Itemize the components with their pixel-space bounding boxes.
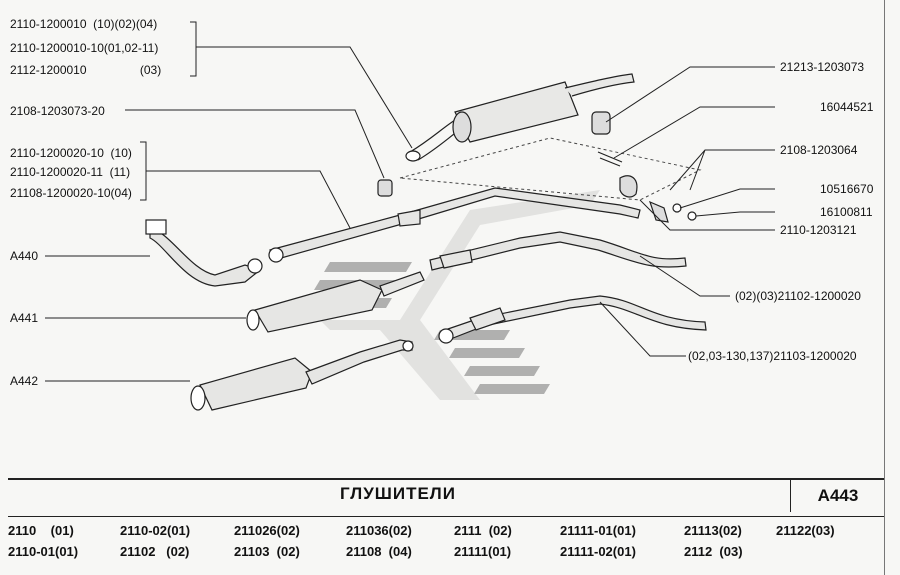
part-label-a440: A440 [10,249,39,263]
model-2110: 2110 (01) [8,523,74,538]
leader-lines [45,21,775,382]
part-label-2108-1203073-20: 2108-1203073-20 [10,104,105,118]
part-label-pipe-2110-1200020-10: 2110-1200020-10 (10) [10,146,132,160]
nut-part [687,211,697,221]
part-label-2108-1203064: 2108-1203064 [780,143,858,157]
assembly-dashed-outline [399,137,702,201]
model-2112: 2112 (03) [684,544,743,559]
rubber-mount-part [591,111,611,135]
bolt-part [597,151,623,167]
part-label-pipe-21108: 21108-1200020-10(04) [10,186,132,200]
part-label-a442: A442 [10,374,39,388]
resonator-branch-21103 [438,295,707,344]
muffler-a441 [246,271,425,333]
part-label-16100811: 16100811 [820,205,873,219]
part-label-21213-1203073: 21213-1203073 [780,60,865,74]
washer-part [672,203,682,213]
part-label-21103-1200020: (02,03-130,137)21103-1200020 [688,349,857,363]
model-21111-02: 21111-02(01) [560,544,636,559]
exhaust-diagram [45,21,775,411]
model-21122: 21122(03) [776,523,835,538]
part-label-muffler-2112: 2112-1200010 (03) [10,63,162,77]
model-2110-01: 2110-01(01) [8,544,79,559]
model-21103: 21103 (02) [234,544,300,559]
page-edge-line [884,0,885,575]
part-label-2110-1203121: 2110-1203121 [780,223,857,237]
catalyst-a442 [190,339,414,411]
model-21111-01: 21111-01(01) [560,523,636,538]
part-label-10516670: 10516670 [820,182,874,196]
gasket-part [377,179,393,197]
part-label-16044521: 16044521 [820,100,874,114]
part-label-muffler-2110-1200010-10: 2110-1200010-10(01,02-11) [10,41,159,55]
model-211026: 211026(02) [234,523,300,538]
front-pipe-a440 [145,219,263,287]
resonator-branch-21102 [429,231,687,271]
model-21111: 21111(01) [454,544,512,559]
part-label-a441: A441 [10,311,39,325]
model-21113: 21113(02) [684,523,742,538]
clamp-part [619,175,638,198]
part-label-pipe-2110-1200020-11: 2110-1200020-11 (11) [10,165,131,179]
resonator-pipe [268,187,641,263]
part-label-21102-1200020: (02)(03)21102-1200020 [735,289,861,303]
title-frame [8,478,884,517]
model-2111: 2111 (02) [454,523,512,538]
model-21108: 21108 (04) [346,544,412,559]
model-2110-02: 2110-02(01) [120,523,191,538]
page-code: A443 [790,480,885,512]
model-211036: 211036(02) [346,523,412,538]
rear-muffler-top [405,73,635,162]
model-21102: 21102 (02) [120,544,190,559]
part-label-muffler-2110-1200010: 2110-1200010 (10)(02)(04) [10,17,158,31]
page-title: ГЛУШИТЕЛИ [340,484,456,503]
